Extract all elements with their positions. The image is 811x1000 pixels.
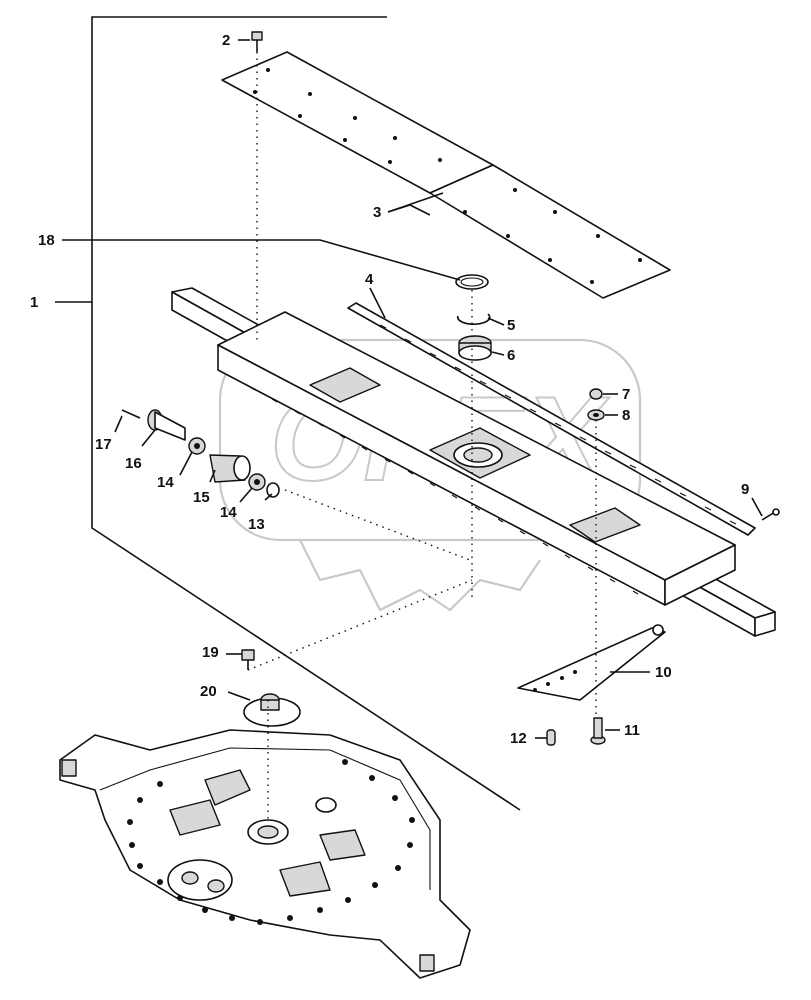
bolt-19 bbox=[241, 649, 255, 670]
callout-14-upper: 14 bbox=[157, 474, 174, 491]
callout-14-lower: 14 bbox=[220, 504, 237, 521]
callout-17: 17 bbox=[95, 436, 112, 453]
ring-13 bbox=[266, 482, 280, 498]
callout-1: 1 bbox=[30, 294, 39, 311]
assembly-bracket bbox=[91, 16, 521, 811]
nut-7 bbox=[589, 388, 603, 400]
callout-9: 9 bbox=[741, 481, 750, 498]
callout-20: 20 bbox=[200, 683, 217, 700]
callout-8: 8 bbox=[622, 407, 631, 424]
main-frame bbox=[171, 287, 776, 637]
leader-lines bbox=[55, 39, 763, 739]
bearing-6 bbox=[458, 335, 492, 361]
pin-17 bbox=[121, 409, 141, 419]
screw-11 bbox=[590, 717, 606, 745]
callout-19: 19 bbox=[202, 644, 219, 661]
callout-18: 18 bbox=[38, 232, 55, 249]
callout-15: 15 bbox=[193, 489, 210, 506]
callout-7: 7 bbox=[622, 386, 631, 403]
callout-13: 13 bbox=[248, 516, 265, 533]
bushing-14-upper bbox=[188, 437, 206, 455]
callout-6: 6 bbox=[507, 347, 516, 364]
seal-ring-18 bbox=[455, 274, 489, 290]
callout-10: 10 bbox=[655, 664, 672, 681]
bracket-plate-10 bbox=[517, 624, 666, 701]
pin-9 bbox=[761, 508, 780, 521]
callout-12: 12 bbox=[510, 730, 527, 747]
hub-20 bbox=[243, 693, 301, 727]
sleeve-15 bbox=[209, 454, 251, 483]
bolt-2 bbox=[251, 31, 263, 52]
side-rail bbox=[347, 302, 756, 536]
callout-16: 16 bbox=[125, 455, 142, 472]
snap-ring-5 bbox=[456, 313, 491, 325]
bushing-14-lower bbox=[248, 473, 266, 491]
turntable-base bbox=[59, 729, 471, 979]
cover-plates bbox=[221, 51, 671, 299]
pin-12 bbox=[546, 729, 556, 746]
callout-3: 3 bbox=[373, 204, 382, 221]
callout-4: 4 bbox=[365, 271, 374, 288]
callout-2: 2 bbox=[222, 32, 231, 49]
washer-8 bbox=[587, 409, 605, 421]
assembly-guide-lines bbox=[247, 52, 597, 820]
callout-11: 11 bbox=[624, 722, 640, 739]
shaft-16 bbox=[147, 409, 186, 441]
callout-5: 5 bbox=[507, 317, 516, 334]
